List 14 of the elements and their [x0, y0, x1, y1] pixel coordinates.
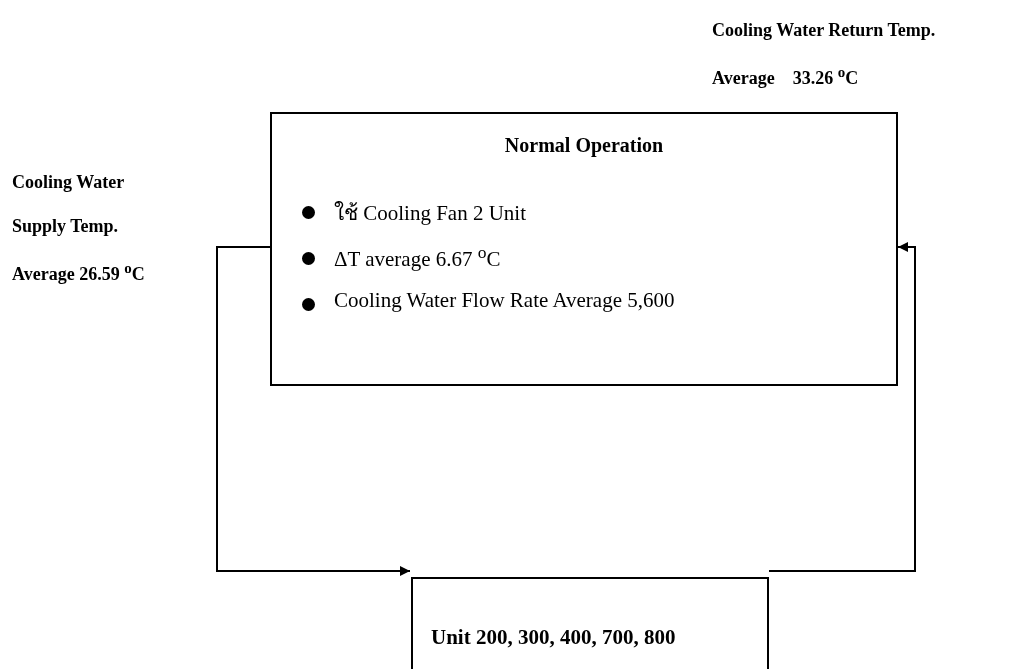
temperature-label: Average 26.59 $^{o}$C	[12, 260, 145, 285]
process-box	[270, 112, 898, 386]
temperature-label: Cooling Water	[12, 172, 125, 193]
unit-box	[411, 577, 769, 669]
bullet-text: ΔT average 6.67 $^{o}$C	[334, 242, 501, 272]
bullet-text: Cooling Water Flow Rate Average 5,600	[334, 288, 675, 313]
temperature-label: Average 33.26 $^{o}$C	[712, 64, 859, 89]
arrow	[768, 242, 916, 572]
arrow	[216, 246, 411, 576]
box-label: Unit 200, 300, 400, 700, 800	[431, 625, 676, 650]
box-heading: Normal Operation	[503, 134, 665, 157]
temperature-label: Supply Temp.	[12, 216, 119, 237]
temperature-label: Cooling Water Return Temp.	[712, 20, 936, 41]
bullet-text: ใช้ Cooling Fan 2 Unit	[334, 200, 526, 227]
